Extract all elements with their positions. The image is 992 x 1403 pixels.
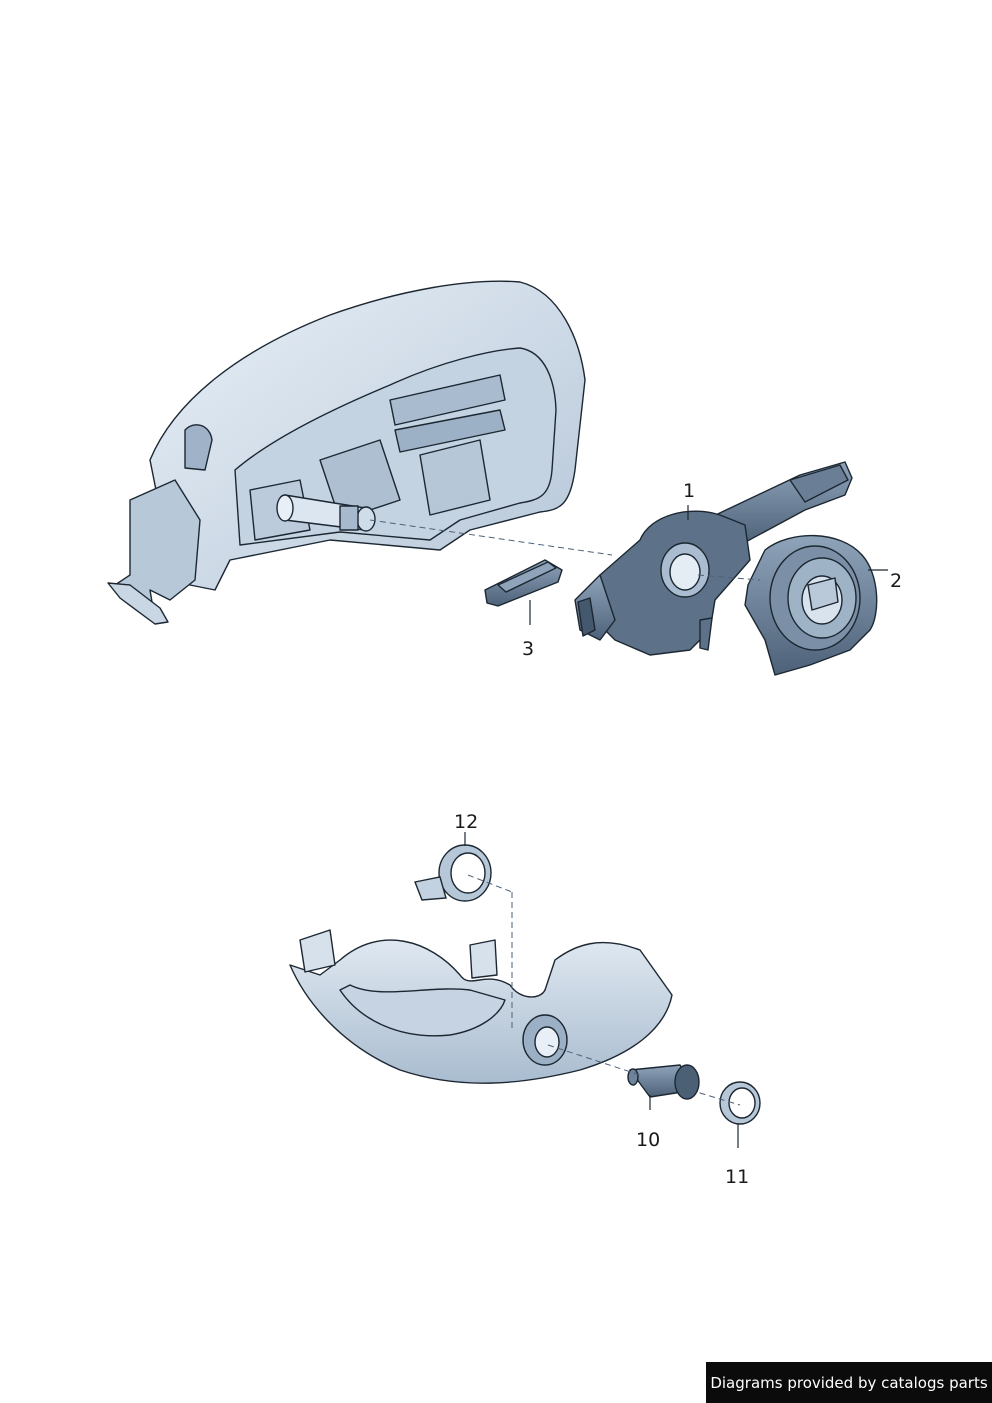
steering-column-assembly xyxy=(107,280,586,625)
part-1-combination-switch xyxy=(574,461,853,656)
part-2-clock-spring xyxy=(744,534,878,676)
steering-column-cover xyxy=(289,929,673,1084)
callout-11: 11 xyxy=(725,1166,750,1188)
callout-2: 2 xyxy=(890,570,903,592)
assembly-lines xyxy=(369,519,761,1106)
callout-3: 3 xyxy=(522,638,535,660)
credit-banner: Diagrams provided by catalogs parts xyxy=(706,1362,992,1403)
callout-10: 10 xyxy=(636,1129,661,1151)
part-11-ring xyxy=(719,1081,761,1125)
part-12-ring xyxy=(414,844,492,902)
callout-12: 12 xyxy=(454,811,479,833)
callout-1: 1 xyxy=(683,480,696,502)
part-3-control-unit xyxy=(484,559,563,607)
leader-lines xyxy=(464,505,888,1148)
part-10-lock-cylinder xyxy=(627,1064,700,1100)
